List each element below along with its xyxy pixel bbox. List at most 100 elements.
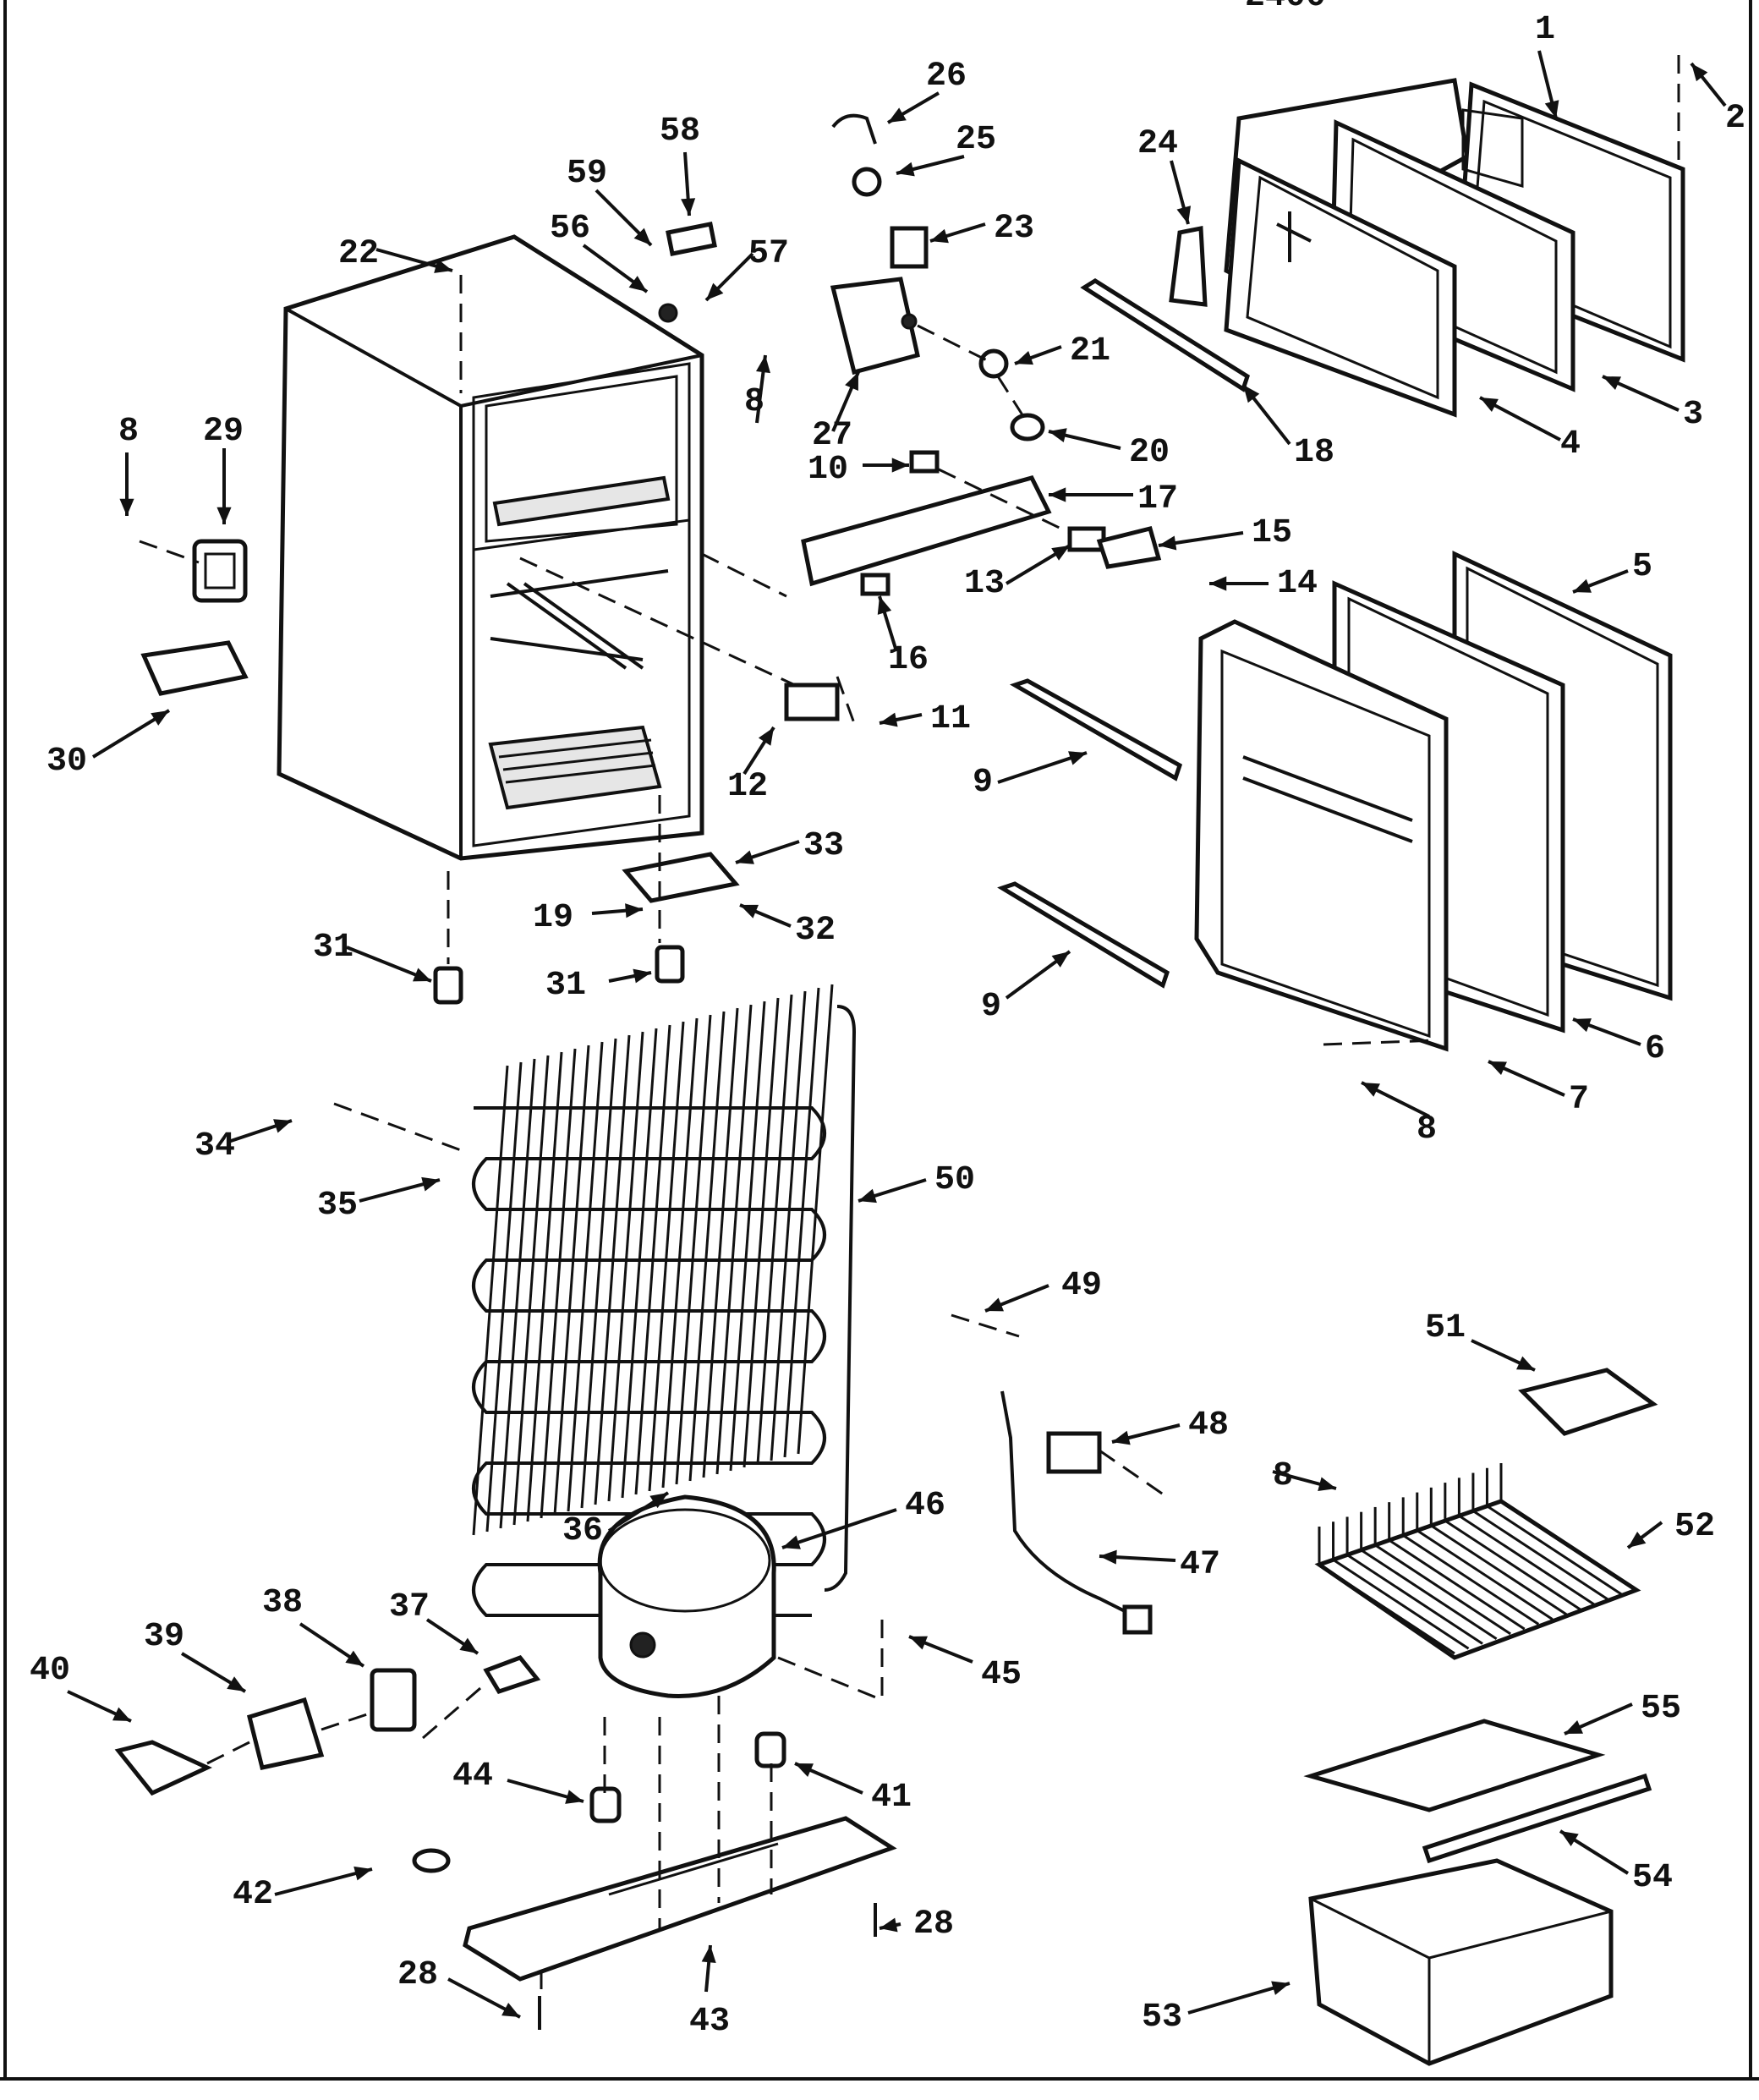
coil-wire (797, 984, 834, 1455)
wire-shelf-52 (1314, 1463, 1641, 1660)
label-25: 25 (956, 121, 996, 159)
arrowhead-icon (1691, 63, 1708, 82)
label-2: 2 (1725, 100, 1745, 138)
arrowhead-icon (1015, 351, 1033, 365)
label-6: 6 (1645, 1030, 1665, 1068)
label-8a: 8 (118, 413, 139, 451)
part-labels: 1 2 3 4 5 6 7 8 8 8 8 9 9 10 11 12 13 14… (30, 11, 1745, 2041)
arrowhead-icon (1573, 578, 1592, 593)
label-26: 26 (926, 58, 967, 96)
coil-wire (594, 1034, 631, 1505)
label-9a: 9 (973, 764, 993, 802)
arrowhead-icon (501, 2002, 520, 2017)
label-20: 20 (1129, 434, 1170, 472)
leveling-foot-left (433, 966, 463, 1005)
part-58-59 (658, 222, 717, 323)
label-34: 34 (195, 1127, 235, 1165)
arrowhead-icon (1159, 535, 1177, 551)
coil-wire (512, 1055, 550, 1526)
label-29: 29 (203, 413, 244, 451)
arrowhead-icon (701, 1945, 716, 1963)
label-23: 23 (994, 210, 1034, 248)
shelf-rod (1416, 1529, 1554, 1620)
shelf-rod (1360, 1549, 1498, 1640)
label-28a: 28 (913, 1905, 954, 1944)
coil-wire (553, 1045, 590, 1516)
part-40 (114, 1740, 212, 1796)
shelf-rod (1500, 1500, 1637, 1592)
leveling-foot-right (655, 945, 685, 984)
coil-wire (756, 994, 793, 1465)
arrowhead-icon (1362, 1083, 1380, 1097)
arrowhead-icon (1112, 1430, 1131, 1445)
arrowhead-icon (1068, 751, 1087, 765)
part-38 (370, 1668, 417, 1732)
label-13: 13 (964, 565, 1005, 603)
coil-wire (540, 1048, 577, 1519)
base-plate-32 (622, 852, 740, 903)
arrowhead-icon (628, 276, 647, 292)
crisper-drawer-53 (1308, 1858, 1614, 2066)
label-59: 59 (567, 155, 607, 193)
label-21: 21 (1070, 332, 1110, 370)
coil-wire (472, 1065, 509, 1536)
arrowhead-icon (1544, 100, 1559, 118)
label-35: 35 (317, 1187, 358, 1225)
label-54: 54 (1632, 1859, 1673, 1897)
arrowhead-icon (413, 968, 431, 982)
arrowhead-icon (459, 1637, 478, 1653)
compressor-base-plate-43 (463, 1816, 897, 1982)
label-50: 50 (934, 1161, 975, 1199)
coil-wire (770, 990, 807, 1461)
coil-wire (715, 1004, 753, 1475)
cabinet-body (277, 234, 704, 861)
coil-wire (580, 1038, 617, 1509)
coil-wire (567, 1041, 604, 1512)
fridge-door-liner-7 (1194, 619, 1449, 1052)
label-33: 33 (803, 827, 844, 865)
label-17: 17 (1137, 480, 1178, 518)
door-bar-9-lower (997, 881, 1170, 989)
arrowhead-icon (565, 1790, 584, 1804)
arrowhead-icon (633, 968, 651, 984)
label-51: 51 (1425, 1309, 1466, 1347)
label-37: 37 (389, 1588, 430, 1626)
arrowhead-icon (345, 1650, 364, 1666)
coil-wire (634, 1024, 671, 1495)
label-8d: 8 (1273, 1457, 1293, 1495)
shelf-rod (1444, 1519, 1581, 1611)
arrowhead-icon (896, 162, 915, 177)
arrowhead-icon (1560, 1831, 1579, 1847)
shelf-rod (1346, 1554, 1483, 1645)
arrowhead-icon (782, 1535, 801, 1549)
label-57: 57 (748, 235, 789, 273)
coil-wire (729, 1001, 766, 1472)
coil-wire (648, 1021, 685, 1492)
label-16: 16 (888, 641, 929, 679)
arrowhead-icon (880, 1917, 898, 1933)
coil-wire (607, 1031, 644, 1502)
label-38: 38 (262, 1584, 303, 1622)
shelf-rod (1472, 1510, 1609, 1601)
label-47: 47 (1180, 1546, 1220, 1584)
arrowhead-icon (1318, 1477, 1336, 1492)
label-4: 4 (1560, 425, 1581, 463)
part-10 (909, 450, 940, 474)
label-49: 49 (1061, 1267, 1102, 1305)
label-15: 15 (1252, 514, 1292, 552)
arrowhead-icon (880, 712, 898, 727)
leader-arrows (67, 50, 1727, 2019)
door-bar-9-upper (1009, 678, 1183, 781)
label-52: 52 (1674, 1508, 1715, 1546)
shelf-trim-54 (1422, 1773, 1652, 1864)
coil-wire (743, 997, 780, 1468)
label-8c: 8 (1417, 1110, 1437, 1149)
label-24: 24 (1137, 125, 1178, 163)
label-55: 55 (1641, 1690, 1681, 1728)
arrowhead-icon (1516, 1356, 1535, 1370)
label-53: 53 (1142, 1999, 1182, 2037)
arrowhead-icon (1628, 1531, 1647, 1548)
hinge-bracket-17 (801, 475, 1052, 587)
